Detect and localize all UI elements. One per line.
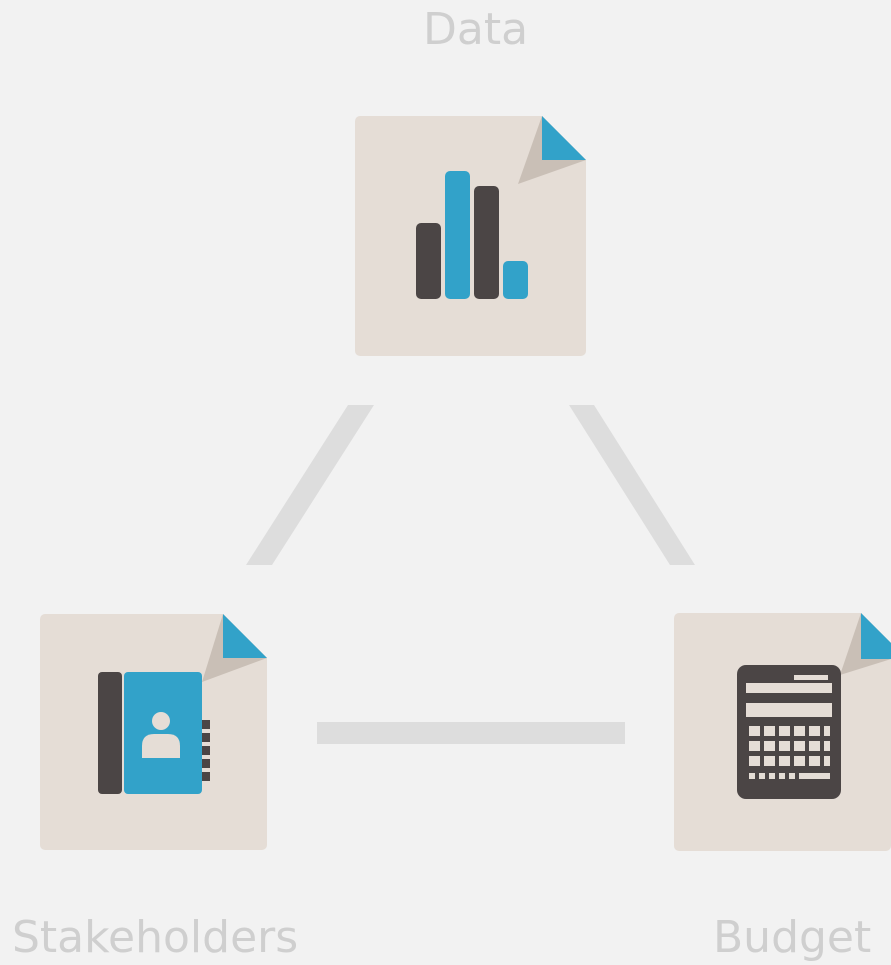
bar-chart-icon [416,116,586,299]
connector-stakeholders-budget [317,722,625,744]
budget-label: Budget [713,912,872,963]
calculator-icon [737,613,891,799]
stakeholders-label: Stakeholders [12,912,299,963]
data-card[interactable] [355,116,586,356]
stakeholders-card[interactable] [40,614,267,850]
address-book-icon [98,614,267,794]
connector-data-stakeholders [246,405,374,565]
budget-card[interactable] [674,613,891,851]
connector-data-budget [569,405,695,565]
data-label: Data [423,4,529,55]
